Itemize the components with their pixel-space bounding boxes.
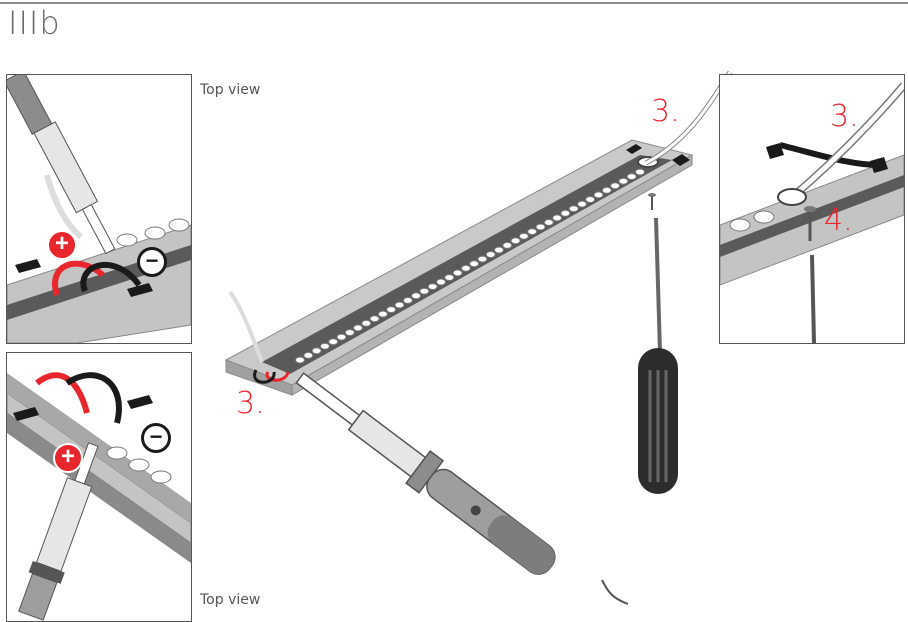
page-title: IIIb (8, 4, 61, 42)
led-hole (535, 223, 546, 231)
led-hole (469, 260, 480, 268)
led-hole (593, 191, 604, 199)
plus-symbol-icon: + (47, 230, 77, 260)
led-hole (295, 356, 305, 364)
minus-symbol-icon: − (137, 247, 167, 277)
led-hole (460, 264, 471, 272)
led-hole (436, 278, 446, 286)
led-hole (502, 241, 513, 249)
step-4-inset-right: 4. (824, 203, 853, 238)
soldering-iron-cord (601, 579, 629, 605)
led-hole (361, 319, 372, 327)
led-strip-holes (295, 168, 645, 364)
led-hole (626, 173, 637, 181)
led-hole (386, 306, 397, 314)
led-hole (577, 200, 587, 208)
led-hole (377, 310, 388, 318)
led-hole (328, 338, 339, 346)
inset-right: 3. 4. (719, 74, 905, 344)
screw-icon (648, 193, 656, 210)
led-hole (311, 347, 322, 355)
led-hole (419, 287, 430, 295)
red-wire-main (265, 371, 290, 382)
led-hole (635, 168, 645, 176)
inset-top-left-drawing (7, 75, 191, 343)
header-rule (0, 2, 908, 4)
inset-bottom-left: + − (6, 352, 192, 622)
led-hole (344, 329, 355, 336)
screwdriver-icon (638, 217, 678, 494)
led-hole (369, 315, 380, 323)
led-hole (585, 196, 596, 203)
inset-top-left: + − (6, 74, 192, 344)
black-wire-main (253, 369, 276, 384)
led-hole (444, 274, 455, 281)
led-hole (452, 269, 463, 277)
inset-bottom-left-drawing (7, 372, 191, 621)
minus-symbol-icon: − (141, 423, 171, 453)
led-hole (568, 205, 579, 213)
led-hole (494, 246, 504, 254)
led-hole (610, 182, 621, 190)
white-cable-left (228, 290, 264, 363)
led-hole (560, 209, 571, 217)
step-3-main-left: 3. (236, 386, 265, 421)
top-view-label-upper: Top view (200, 82, 261, 98)
plus-symbol-icon: + (53, 443, 83, 473)
led-hole (353, 324, 363, 332)
led-hole (552, 214, 563, 222)
led-hole (427, 283, 438, 291)
led-hole (319, 342, 330, 350)
led-hole (601, 186, 612, 194)
soldering-iron-icon (295, 372, 556, 575)
led-hole (411, 292, 422, 300)
inset-right-drawing (720, 82, 904, 343)
led-hole (527, 228, 538, 236)
led-hole (402, 296, 413, 304)
step-3-inset-right: 3. (830, 99, 859, 134)
led-hole (303, 351, 314, 359)
led-hole (394, 301, 405, 309)
top-view-label-lower: Top view (200, 592, 261, 608)
led-hole (510, 237, 521, 245)
led-hole (518, 232, 529, 240)
led-hole (543, 218, 554, 226)
led-hole (477, 255, 488, 263)
step-3-main-right: 3. (651, 94, 680, 129)
led-hole (336, 333, 347, 341)
led-hole (618, 177, 629, 185)
led-hole (485, 251, 496, 258)
